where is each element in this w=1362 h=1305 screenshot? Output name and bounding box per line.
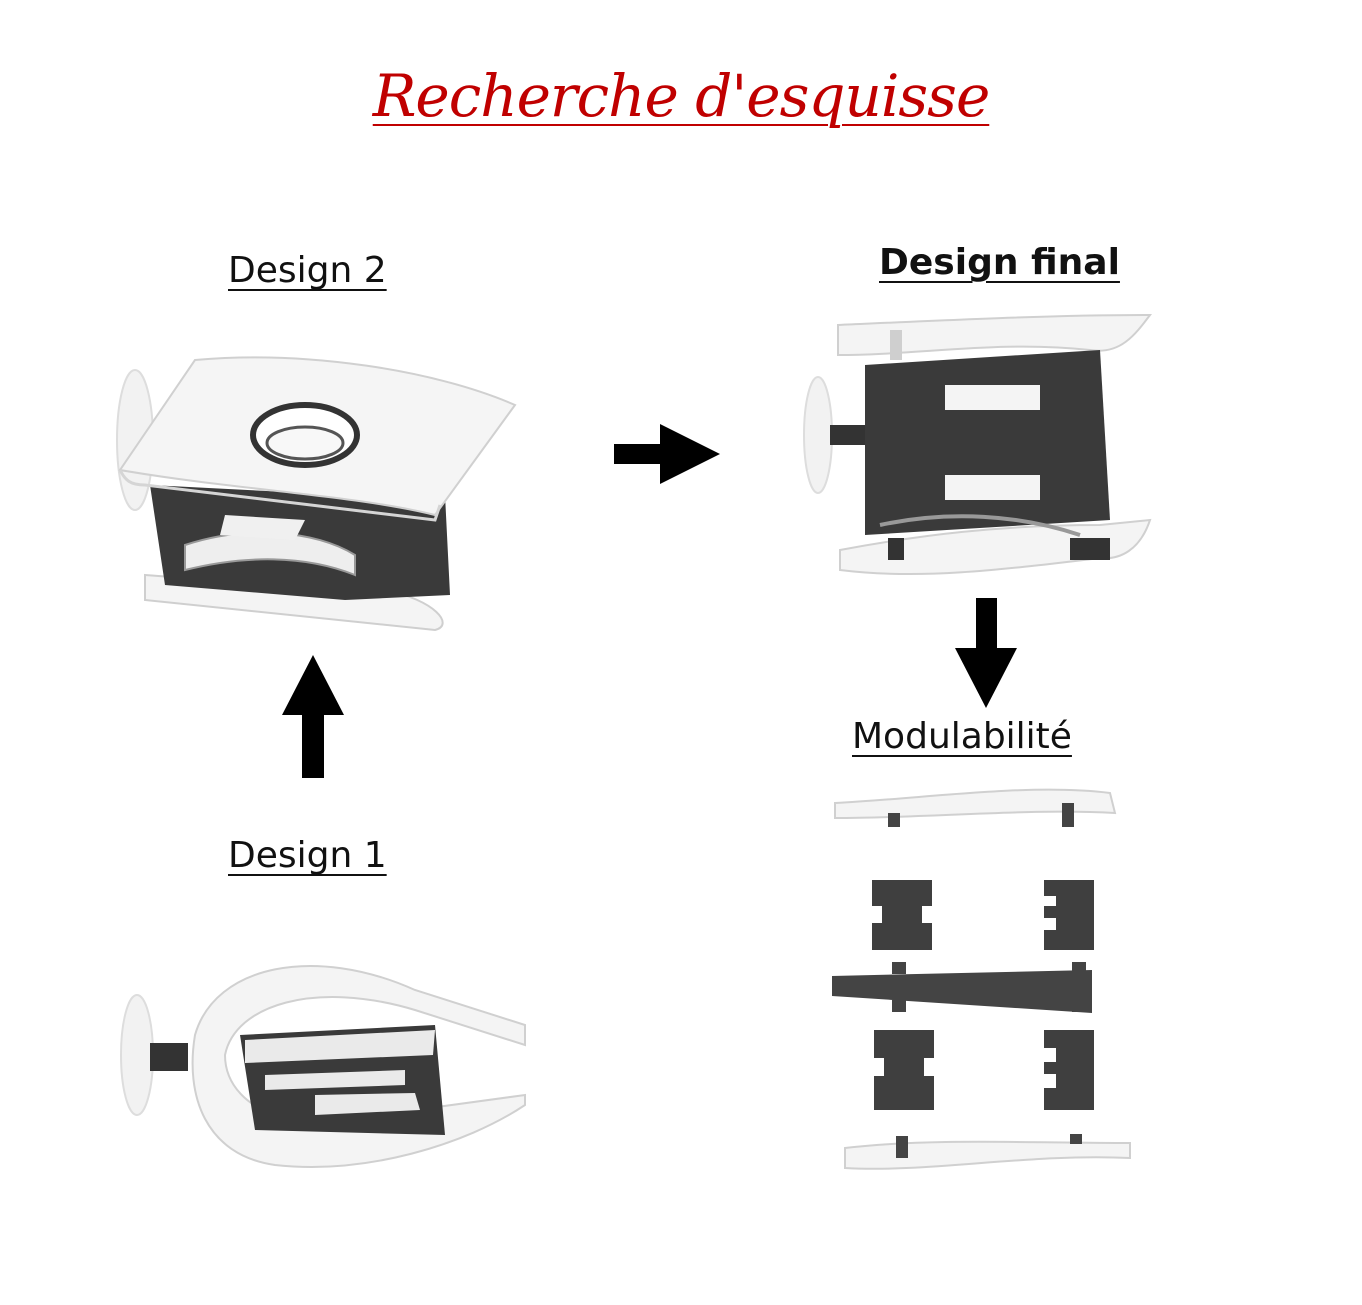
label-design-2: Design 2 [228,250,387,291]
modulabilite-sketch [832,788,1131,1170]
arrow-down [955,598,1017,708]
arrow-right [614,424,720,484]
design-final-sketch [803,313,1153,576]
diagram-title: Recherche d'esquisse [0,62,1362,130]
design-1-sketch [120,964,526,1168]
title-text: Recherche d'esquisse [372,62,991,130]
label-design-1: Design 1 [228,835,387,876]
label-design-final: Design final [879,242,1120,283]
design-2-sketch [116,356,517,632]
arrow-up [282,655,344,778]
label-modulabilite: Modulabilité [852,716,1072,757]
